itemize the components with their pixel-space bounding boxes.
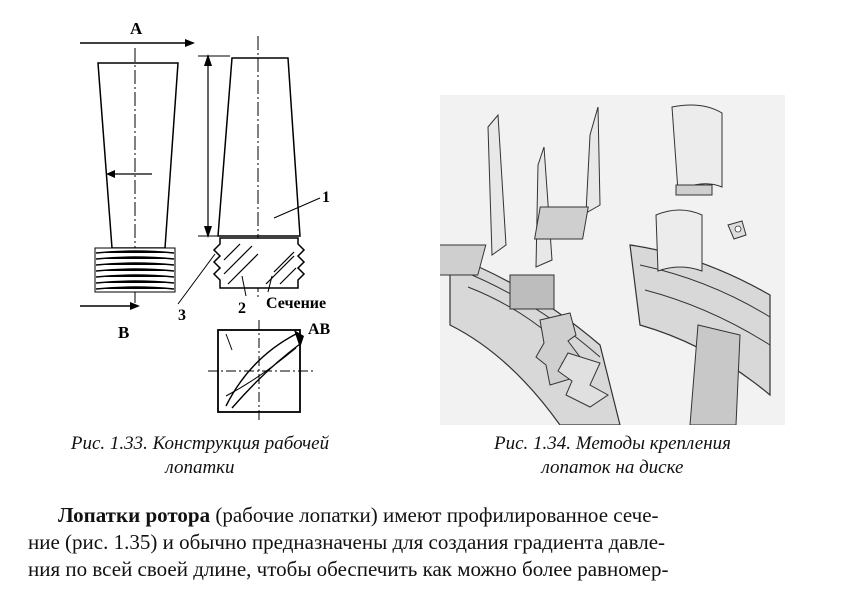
caption-right-line1: Рис. 1.34. Методы крепления [494,433,731,454]
body-paragraph: Лопатки ротора (рабочие лопатки) имеют п… [28,502,828,583]
paragraph-line-3: ния по всей своей длине, чтобы обеспечит… [28,557,669,581]
caption-figure-1-33: Рис. 1.33. Конструкция рабочей лопатки [15,432,385,480]
label-3: 3 [178,307,186,324]
label-a: A [130,19,143,38]
caption-left-line2: лопатки [165,457,235,478]
section-label: Сечение [266,295,326,312]
paragraph-line-2: ние (рис. 1.35) и обычно предназначены д… [28,530,666,554]
paragraph-line-1-rest: (рабочие лопатки) имеют профилированное … [210,503,659,527]
bold-term: Лопатки ротора [58,503,211,527]
label-ab: AB [308,321,331,338]
blade-drawing: A B [80,19,331,420]
paragraph-line-1: Лопатки ротора (рабочие лопатки) имеют п… [28,502,828,529]
label-1: 1 [322,189,330,206]
caption-left-line1: Рис. 1.33. Конструкция рабочей [70,433,330,454]
blade-construction-figure: A B [60,8,390,428]
attachment-illustration [427,95,785,426]
caption-right-line2: лопаток на диске [541,457,684,478]
attachment-methods-figure [427,95,785,426]
label-b: B [118,323,129,342]
caption-figure-1-34: Рис. 1.34. Методы крепления лопаток на д… [440,432,785,480]
label-2: 2 [238,300,246,317]
